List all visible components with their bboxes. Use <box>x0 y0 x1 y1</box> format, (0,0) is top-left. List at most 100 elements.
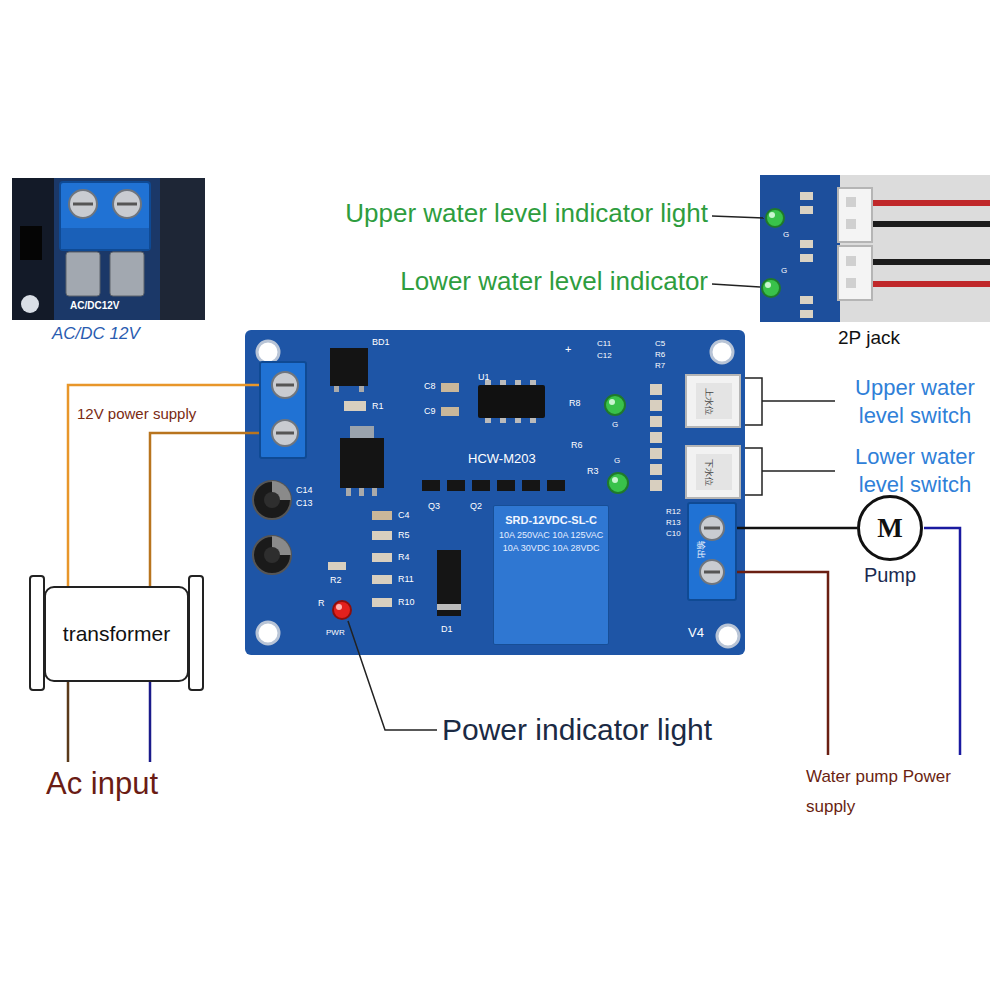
controller-board-drawing <box>344 401 366 411</box>
power-terminal-photo <box>66 252 100 296</box>
power-supply-wires <box>68 385 245 586</box>
controller-board-drawing <box>245 330 745 655</box>
part-ref: C9 <box>424 406 436 416</box>
controller-board-drawing <box>704 571 720 574</box>
controller-board-drawing <box>447 480 465 491</box>
controller-board-drawing <box>688 503 736 600</box>
power-terminal-photo <box>73 203 93 206</box>
part-ref: R13 <box>666 518 681 527</box>
callout-text: Upper water level indicator light <box>238 199 708 229</box>
controller-board-drawing <box>609 399 615 405</box>
part-ref: C5 <box>655 339 665 348</box>
switch-brackets <box>745 378 835 495</box>
power-terminal-photo <box>113 190 141 218</box>
callout-text: Lower water level indicator <box>238 267 708 297</box>
controller-board-drawing <box>650 432 662 443</box>
controller-board-drawing <box>650 400 662 411</box>
part-ref: R7 <box>655 361 665 370</box>
controller-board-drawing <box>696 454 732 490</box>
callout-text: Lower water level switch <box>840 443 990 498</box>
part-ref: C8 <box>424 381 436 391</box>
controller-board-drawing <box>336 604 342 610</box>
part-ref: R1 <box>372 401 384 411</box>
input-label: Ac input <box>46 766 158 802</box>
relay-rating-text: 10A 250VAC 10A 125VAC <box>499 530 603 540</box>
part-ref: G <box>614 456 620 465</box>
controller-board-drawing <box>650 448 662 459</box>
level-connector-photo <box>760 175 840 322</box>
part-ref: Q3 <box>428 501 440 511</box>
power-terminal-photo <box>20 226 42 260</box>
transformer-frame <box>30 576 203 690</box>
controller-board-drawing <box>272 372 298 398</box>
level-connector-photo <box>846 278 856 288</box>
part-ref: R4 <box>398 552 410 562</box>
part-ref: R3 <box>587 466 599 476</box>
relay-block: SRD-12VDC-SL-C 10A 250VAC 10A 125VAC 10A 3… <box>493 505 609 645</box>
part-ref: R <box>318 598 325 608</box>
power-led-leader <box>348 621 437 730</box>
controller-board-drawing <box>515 418 521 423</box>
controller-board-drawing <box>530 418 536 423</box>
callout-text: Power indicator light <box>442 713 712 748</box>
controller-board-drawing <box>472 480 490 491</box>
level-connector-photo <box>800 310 813 318</box>
controller-board-drawing <box>696 383 732 419</box>
pump-label: Pump <box>840 564 940 587</box>
power-supply-wires <box>68 385 245 586</box>
part-ref: C4 <box>398 510 410 520</box>
controller-board-drawing <box>515 380 521 385</box>
controller-board-drawing <box>485 418 491 423</box>
part-ref: C13 <box>296 498 313 508</box>
polarity-mark: + <box>565 343 571 356</box>
callout-text: Upper water level switch <box>840 374 990 429</box>
level-connector-photo <box>872 259 990 265</box>
level-connector-photo <box>766 209 784 227</box>
relay-rating-text: 10A 30VDC 10A 28VDC <box>499 543 603 553</box>
level-connector-photo <box>769 212 775 218</box>
relay-model-text: SRD-12VDC-SL-C <box>499 514 603 526</box>
part-ref: PWR <box>326 628 345 637</box>
part-ref: D1 <box>441 624 453 634</box>
controller-board-drawing <box>253 536 291 574</box>
level-connector-photo <box>838 246 872 300</box>
controller-board-drawing <box>260 362 306 458</box>
part-ref: C10 <box>666 529 681 538</box>
pump-motor: MPump <box>857 495 923 591</box>
indicator-leader-lines <box>712 216 764 218</box>
level-connector-photo <box>872 281 990 287</box>
controller-board-drawing <box>422 480 440 491</box>
board-version: V4 <box>688 626 704 641</box>
controller-board-drawing <box>437 604 461 610</box>
indicator-leader-lines <box>712 284 760 287</box>
level-connector-photo <box>800 254 813 262</box>
wire-label: 12V power supply <box>75 405 198 422</box>
controller-board-drawing <box>700 560 724 584</box>
controller-board-drawing <box>264 492 280 508</box>
controller-board-drawing <box>372 488 377 496</box>
silkscreen-text: G <box>783 230 789 239</box>
pump-wire <box>745 527 857 530</box>
controller-board-drawing <box>437 550 461 616</box>
controller-board-drawing <box>328 562 346 570</box>
level-connector-photo <box>765 282 771 288</box>
controller-board-drawing <box>276 432 294 435</box>
pump-supply-wires <box>745 572 828 755</box>
controller-board-drawing <box>612 477 618 483</box>
part-ref: R12 <box>666 507 681 516</box>
board-model-text: HCW-M203 <box>468 451 536 466</box>
power-terminal-photo <box>110 252 144 296</box>
power-terminal-photo <box>60 182 150 250</box>
part-ref: R2 <box>330 575 342 585</box>
controller-board-drawing <box>686 375 740 427</box>
controller-board-drawing <box>257 341 279 363</box>
part-ref: BD1 <box>372 337 390 347</box>
indicator-leader-lines <box>712 216 764 287</box>
pump-supply-wires <box>924 528 960 755</box>
controller-board-drawing <box>497 480 515 491</box>
part-ref: U1 <box>478 372 490 382</box>
power-led-leader <box>348 621 437 730</box>
power-terminal-photo <box>117 203 137 206</box>
